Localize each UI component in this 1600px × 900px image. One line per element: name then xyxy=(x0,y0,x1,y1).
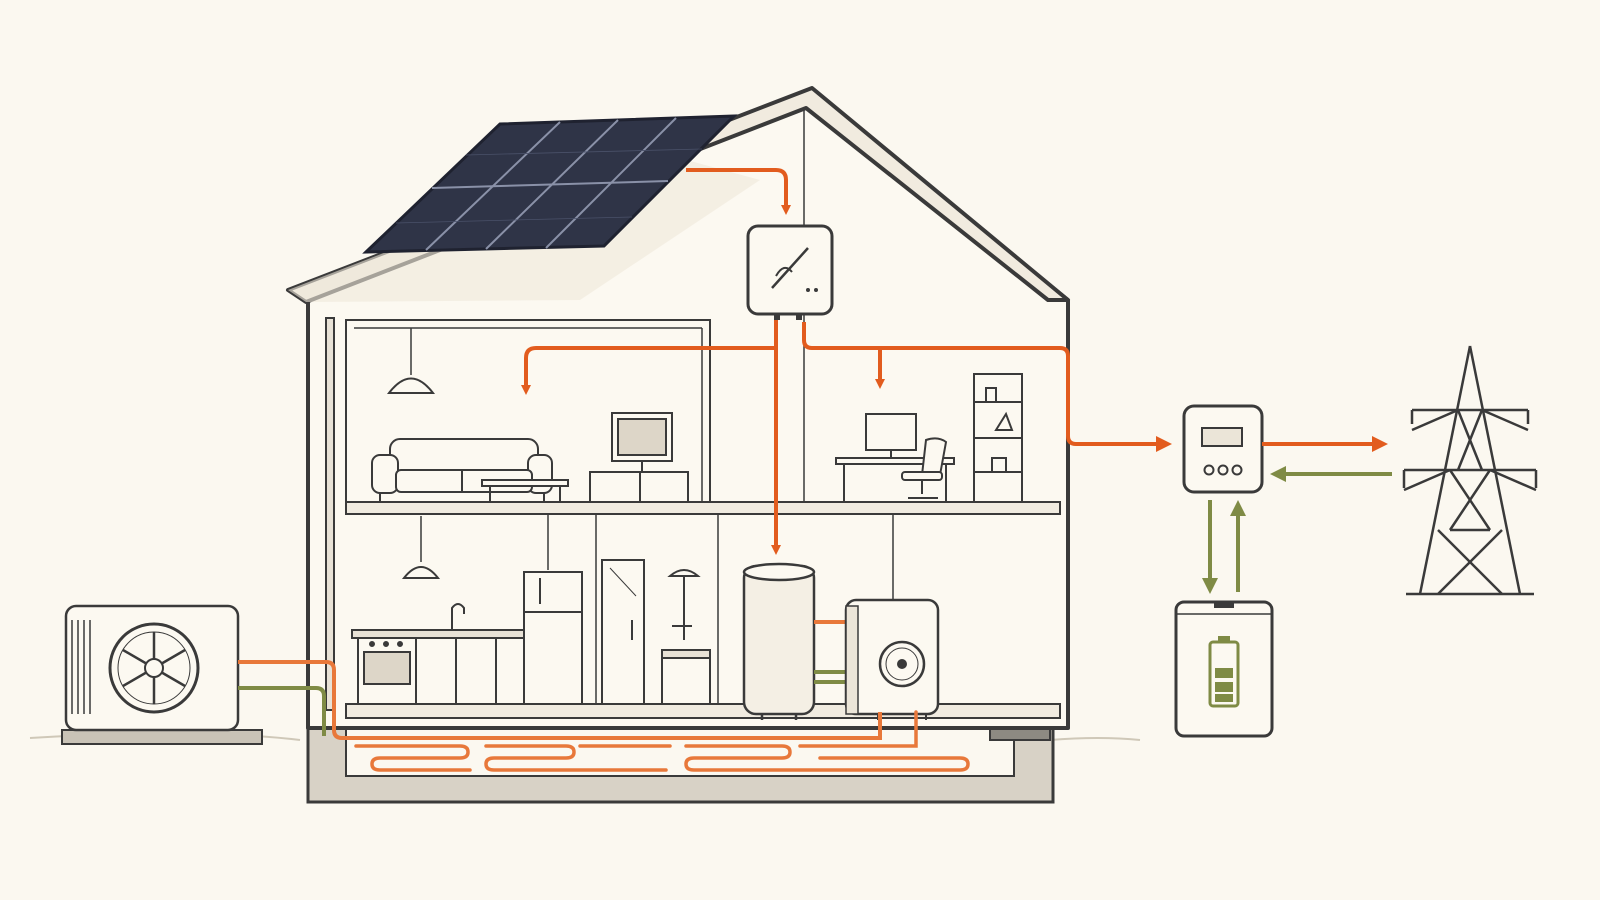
flow-inverter-to-office xyxy=(802,322,885,389)
house-foundation xyxy=(306,716,1055,804)
pendant-lamp-icon xyxy=(401,516,441,579)
home-battery xyxy=(1174,600,1274,738)
pylon-icon xyxy=(1402,345,1538,596)
pendant-lamp-icon xyxy=(386,328,436,394)
kitchen-counter-icon xyxy=(351,629,535,705)
tv-icon xyxy=(589,412,689,503)
flow-inverter-to-meter xyxy=(880,346,1172,452)
shower-icon xyxy=(601,559,701,705)
tank-icon xyxy=(742,562,816,720)
office-chair-icon xyxy=(901,437,948,499)
meter-icon xyxy=(1201,427,1243,476)
kitchen xyxy=(351,516,583,705)
bookshelf-icon xyxy=(973,373,1023,503)
fan-icon xyxy=(108,622,200,714)
coffee-table-icon xyxy=(481,479,569,502)
fan-icon xyxy=(878,640,926,688)
inverter xyxy=(746,224,834,320)
faucet-icon xyxy=(451,603,465,630)
vanity-icon xyxy=(661,649,711,705)
solar-panels xyxy=(362,114,738,254)
indoor-heat-pump xyxy=(844,598,940,720)
living-room xyxy=(371,328,689,503)
power-grid xyxy=(1402,345,1538,596)
smart-meter xyxy=(1182,404,1264,494)
pipe-loop-icon xyxy=(354,710,970,772)
inverter-icon xyxy=(771,247,818,292)
heat-pump-pipes xyxy=(238,660,882,740)
bathroom xyxy=(601,559,711,705)
underfloor-heating xyxy=(354,710,970,772)
desk-icon xyxy=(835,457,955,502)
return-flow-arrows xyxy=(1202,466,1392,594)
power-flow-arrows xyxy=(521,168,1388,555)
battery-icon xyxy=(1208,636,1240,708)
outdoor-heat-pump xyxy=(61,604,263,745)
fridge-icon xyxy=(523,571,583,705)
sofa-icon xyxy=(371,438,553,502)
hot-water-cylinder xyxy=(742,562,852,720)
office xyxy=(835,373,1023,503)
solar-panel-icon xyxy=(425,117,677,251)
flow-solar-to-inverter xyxy=(686,168,791,215)
flow-inverter-to-living-room xyxy=(521,320,778,395)
